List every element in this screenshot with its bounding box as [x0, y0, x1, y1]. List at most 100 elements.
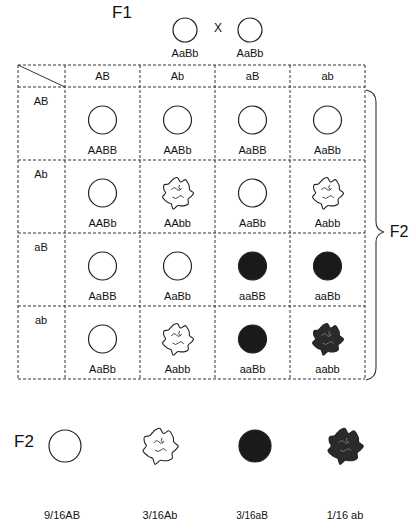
- generation-label: F1: [112, 4, 132, 23]
- pea-seed: [239, 106, 267, 134]
- pea-seed: [239, 252, 267, 280]
- gamete-header: AB: [34, 95, 49, 107]
- round-seed: [239, 430, 271, 462]
- pea-seed: [89, 106, 117, 134]
- pea-seed: [239, 430, 271, 462]
- gamete-header: ab: [321, 70, 333, 82]
- wrinkle-marks: [339, 438, 351, 452]
- ratio-label: 3/16aB: [236, 510, 268, 521]
- round-seed: [239, 252, 267, 280]
- pea-seed: [89, 252, 117, 280]
- grid-line: [18, 87, 365, 88]
- round-seed: [89, 252, 117, 280]
- grid-line: [365, 65, 366, 379]
- pea-seed: [173, 18, 197, 42]
- genotype-cell: Aabb: [315, 217, 341, 229]
- pea-seed: [238, 18, 262, 42]
- pea-seed: [313, 178, 344, 210]
- grid-line: [215, 65, 216, 379]
- grid-line: [18, 65, 19, 379]
- genotype-cell: aaBB: [239, 290, 266, 302]
- genotype-cell: AaBB: [88, 290, 116, 302]
- grid-line: [140, 65, 141, 379]
- genotype-cell: Aabb: [165, 363, 191, 375]
- gamete-header: Ab: [171, 70, 184, 82]
- wrinkle-marks: [322, 331, 334, 345]
- round-seed: [164, 106, 192, 134]
- round-seed: [89, 325, 117, 353]
- genotype-cell: AaBB: [238, 144, 266, 156]
- pea-seed: [163, 178, 194, 210]
- genotype-cell: AABb: [88, 217, 116, 229]
- pea-seed: [239, 325, 267, 353]
- gamete-header: Ab: [34, 168, 47, 180]
- pea-seed: [163, 324, 194, 356]
- round-seed: [49, 430, 81, 462]
- pea-seed: [239, 179, 267, 207]
- round-seed: [164, 252, 192, 280]
- gamete-header: ab: [35, 314, 47, 326]
- genotype-cell: aabb: [315, 363, 339, 375]
- genotype-cell: aaBb: [315, 290, 341, 302]
- pea-seed: [314, 106, 342, 134]
- genotype-cell: AaBb: [89, 363, 116, 375]
- wrinkle-marks: [154, 438, 166, 452]
- gamete-header: aB: [246, 70, 259, 82]
- wrinkle-marks: [172, 331, 184, 345]
- punnett-grid: [18, 65, 365, 379]
- pea-seed: [314, 252, 342, 280]
- grid-line: [18, 65, 365, 66]
- generation-label: F2: [14, 433, 34, 452]
- genotype-cell: AABb: [163, 144, 191, 156]
- generation-label: F2: [390, 223, 409, 241]
- pea-seed: [89, 179, 117, 207]
- genotype-cell: AAbb: [164, 217, 191, 229]
- wrinkled-seed: [143, 428, 178, 464]
- ratio-label: 9/16AB: [44, 509, 80, 521]
- grid-line: [18, 379, 365, 380]
- pea-seed: [164, 106, 192, 134]
- parent-genotype: AaBb: [237, 47, 264, 59]
- pea-seed: [49, 430, 81, 462]
- grid-line: [18, 160, 365, 161]
- genotype-cell: AaBb: [314, 144, 341, 156]
- round-seed: [239, 179, 267, 207]
- parent-genotype: AaBb: [172, 47, 199, 59]
- grid-line: [65, 65, 66, 379]
- round-seed: [173, 18, 197, 42]
- f2-bracket: [366, 90, 384, 380]
- wrinkle-marks: [172, 185, 184, 199]
- wrinkled-seed: [313, 178, 344, 210]
- genotype-cell: AaBb: [164, 290, 191, 302]
- grid-line: [290, 65, 291, 379]
- round-seed: [314, 252, 342, 280]
- genotype-cell: AABB: [88, 144, 117, 156]
- gamete-header: aB: [34, 241, 47, 253]
- wrinkled-seed: [163, 324, 194, 356]
- corner-diagonal: [18, 65, 65, 87]
- wrinkled-seed: [313, 324, 344, 356]
- wrinkled-seed: [163, 178, 194, 210]
- pea-seed: [143, 428, 178, 464]
- genotype-cell: AaBb: [239, 217, 266, 229]
- round-seed: [314, 106, 342, 134]
- wrinkle-marks: [322, 185, 334, 199]
- wrinkled-seed: [328, 428, 363, 464]
- round-seed: [239, 325, 267, 353]
- pea-seed: [164, 252, 192, 280]
- gamete-header: AB: [95, 70, 110, 82]
- ratio-label: 1/16 ab: [327, 509, 364, 521]
- pea-seed: [313, 324, 344, 356]
- genotype-cell: aaBb: [240, 363, 266, 375]
- round-seed: [89, 106, 117, 134]
- cross-sign: X: [214, 22, 222, 35]
- round-seed: [89, 179, 117, 207]
- pea-seed: [89, 325, 117, 353]
- ratio-label: 3/16Ab: [143, 509, 178, 521]
- grid-line: [18, 306, 365, 307]
- pea-seed: [328, 428, 363, 464]
- round-seed: [239, 106, 267, 134]
